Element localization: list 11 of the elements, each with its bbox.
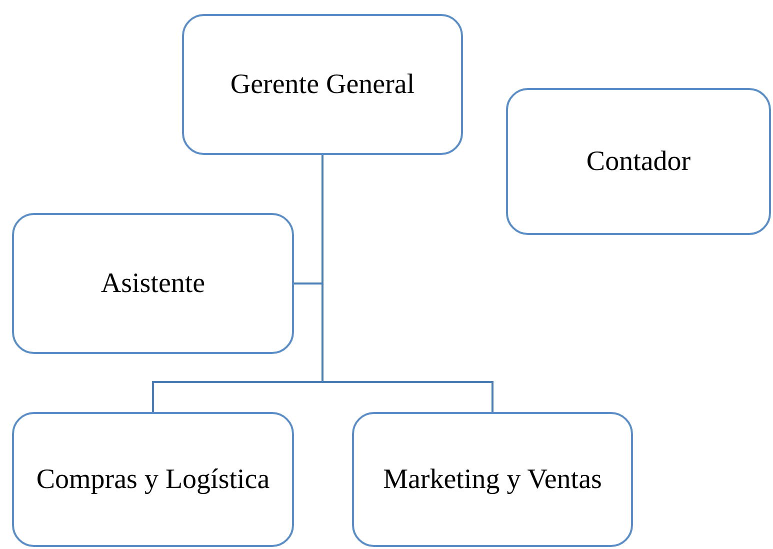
- org-box: [506, 88, 771, 235]
- role-label: Compras y Logística: [36, 466, 270, 494]
- role-label: Contador: [586, 148, 691, 176]
- role-label: Gerente General: [230, 70, 415, 98]
- org-box: [352, 412, 633, 547]
- org-box: [182, 14, 463, 155]
- org-box: [12, 213, 294, 354]
- role-label: Marketing y Ventas: [383, 466, 602, 494]
- role-label: Asistente: [100, 270, 206, 298]
- connector-line: [322, 155, 494, 412]
- org-box: [12, 412, 294, 547]
